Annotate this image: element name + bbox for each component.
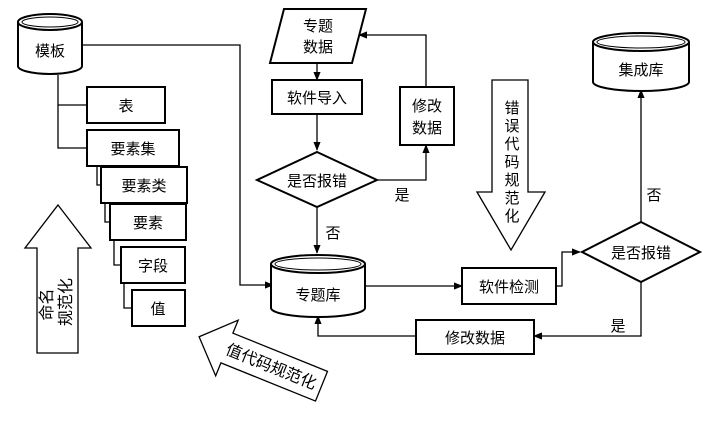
table-box: 表: [86, 86, 166, 124]
error-check-decision-1: 是否报错: [254, 150, 380, 209]
value-code-normalization-arrow: 值代码规范化: [198, 318, 329, 402]
field-box: 字段: [120, 246, 186, 284]
edge-template-to-topic-db: [82, 44, 274, 289]
edge-tree-feature-class: [96, 166, 101, 186]
error-code-char-3: 代: [504, 135, 519, 153]
error-code-char-4: 码: [504, 153, 519, 171]
edge-modify-to-topic-data: [358, 31, 427, 87]
feature-set-label: 要素集: [110, 140, 155, 158]
value-label: 值: [150, 300, 165, 318]
edge-tree-table: [57, 75, 87, 106]
feature-label: 要素: [133, 214, 163, 232]
topic-data-parallelogram: 专题 数据: [268, 8, 368, 64]
naming-label-line1: 命名: [37, 289, 56, 321]
error-code-char-1: 错: [504, 99, 519, 117]
feature-set-box: 要素集: [86, 129, 180, 167]
value-box: 值: [131, 289, 186, 327]
modify-data-label-line1: 修改: [412, 97, 442, 115]
topic-data-label-line2: 数据: [303, 38, 333, 56]
modify-data-bottom-label: 修改数据: [445, 329, 505, 347]
error-code-char-5: 规: [504, 171, 519, 189]
field-label: 字段: [138, 257, 168, 275]
modify-data-label-line2: 数据: [412, 119, 442, 137]
edge-check2-yes-to-modify: [533, 282, 642, 340]
feature-class-label: 要素类: [121, 177, 166, 195]
topic-db-label: 专题库: [295, 286, 340, 304]
feature-box: 要素: [109, 203, 187, 241]
error-check-2-label: 是否报错: [611, 244, 671, 262]
edge-detect-to-check2: [556, 248, 581, 287]
template-database: 模板: [17, 13, 83, 75]
naming-normalization-arrow: 命名 规范化: [23, 203, 93, 354]
error-code-normalization-arrow: 错 误 代 码 规 范 化: [475, 79, 547, 252]
feature-class-box: 要素类: [100, 166, 188, 204]
modify-data-box: 修改 数据: [399, 86, 455, 146]
edge-tree-value: [123, 283, 132, 309]
table-label: 表: [118, 97, 133, 115]
yes-label-2: 是: [610, 317, 625, 335]
no-label-1: 否: [325, 224, 340, 242]
error-code-char-2: 误: [504, 117, 519, 135]
error-check-1-label: 是否报错: [287, 172, 347, 190]
integration-db-label: 集成库: [618, 61, 663, 79]
edge-tree-feature: [104, 203, 110, 223]
modify-data-bottom-box: 修改数据: [415, 319, 535, 355]
edge-tree-feature-set: [57, 105, 87, 149]
template-label: 模板: [35, 42, 65, 60]
software-detect-label: 软件检测: [479, 278, 539, 296]
edge-check1-yes-to-modify: [376, 144, 430, 181]
topic-database: 专题库: [270, 254, 366, 318]
svg-text:命名 规范化: 命名 规范化: [37, 278, 75, 326]
error-check-decision-2: 是否报错: [579, 220, 703, 284]
error-code-char-7: 化: [504, 207, 519, 225]
naming-label-line2: 规范化: [56, 278, 75, 326]
error-code-char-6: 范: [504, 189, 519, 207]
software-import-label: 软件导入: [287, 89, 347, 107]
topic-data-label-line1: 专题: [303, 17, 333, 35]
software-detect-box: 软件检测: [461, 267, 557, 305]
yes-label-1: 是: [394, 186, 409, 204]
integration-database: 集成库: [592, 32, 690, 92]
no-label-2: 否: [646, 186, 661, 204]
edge-tree-field: [113, 240, 121, 266]
software-import-box: 软件导入: [271, 79, 363, 115]
edge-modify-to-topic-db: [314, 315, 416, 337]
